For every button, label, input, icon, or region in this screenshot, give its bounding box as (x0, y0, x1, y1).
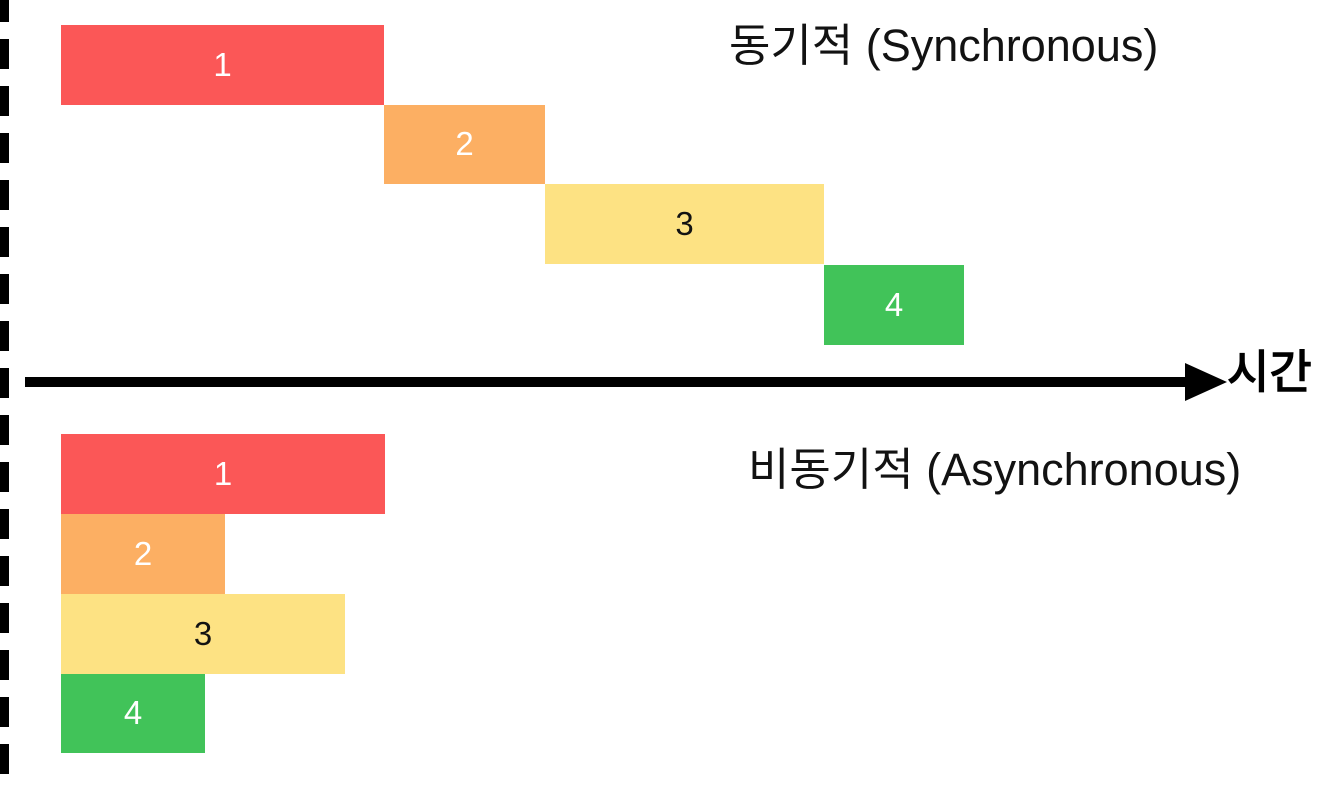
async-task-bar-3: 3 (61, 594, 345, 674)
sync-task-label-1: 1 (213, 45, 232, 83)
sync-task-label-2: 2 (455, 125, 474, 162)
async-task-label-2: 2 (133, 534, 153, 572)
time-axis-label: 시간 (1227, 346, 1312, 398)
section-caption-asynchronous: 비동기적 (Asynchronous) (748, 444, 1242, 495)
async-task-label-1: 1 (213, 454, 233, 492)
sync-task-bar-1: 1 (61, 25, 384, 105)
left-dashed-rail (0, 0, 9, 790)
async-task-label-4: 4 (123, 694, 143, 731)
async-task-bar-2: 2 (61, 514, 225, 594)
time-axis-arrow-icon (25, 363, 1227, 401)
sync-task-label-3: 3 (675, 204, 694, 242)
async-task-label-3: 3 (193, 614, 213, 652)
sync-task-bar-2: 2 (384, 105, 545, 184)
async-task-bar-1: 1 (61, 434, 385, 514)
async-task-bar-4: 4 (61, 674, 205, 753)
sync-task-bar-3: 3 (545, 184, 824, 264)
section-caption-synchronous: 동기적 (Synchronous) (729, 20, 1159, 71)
sync-task-label-4: 4 (884, 285, 904, 323)
sync-task-bar-4: 4 (824, 265, 964, 345)
